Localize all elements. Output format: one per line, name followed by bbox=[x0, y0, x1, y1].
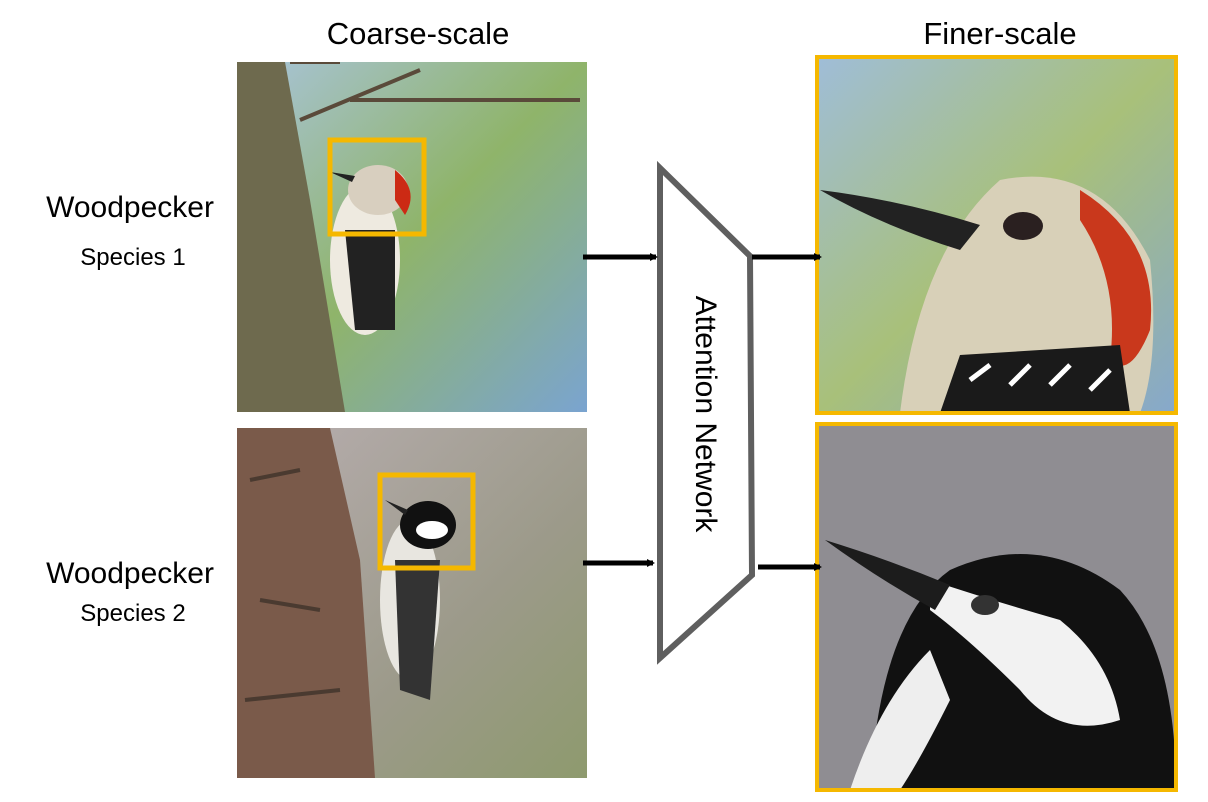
row2-class-label: Woodpecker bbox=[46, 557, 214, 590]
row1-class-label: Woodpecker bbox=[46, 191, 214, 224]
attention-box-species-1 bbox=[327, 137, 427, 237]
finer-scale-header: Finer-scale bbox=[923, 16, 1077, 51]
row2-species-label: Species 2 bbox=[80, 600, 186, 627]
finer-frame-species-2 bbox=[815, 422, 1178, 792]
attention-network-label: Attention Network bbox=[689, 295, 722, 533]
attention-network-block bbox=[657, 160, 756, 665]
row1-species-label: Species 1 bbox=[80, 244, 186, 271]
coarse-image-species-2 bbox=[237, 428, 587, 778]
coarse-image-species-1 bbox=[237, 62, 587, 412]
coarse-scale-header: Coarse-scale bbox=[326, 16, 510, 51]
finer-frame-species-1 bbox=[815, 55, 1178, 415]
finer-image-species-1 bbox=[817, 57, 1176, 413]
attention-box-species-2 bbox=[377, 472, 476, 571]
finer-image-species-2 bbox=[817, 424, 1176, 790]
